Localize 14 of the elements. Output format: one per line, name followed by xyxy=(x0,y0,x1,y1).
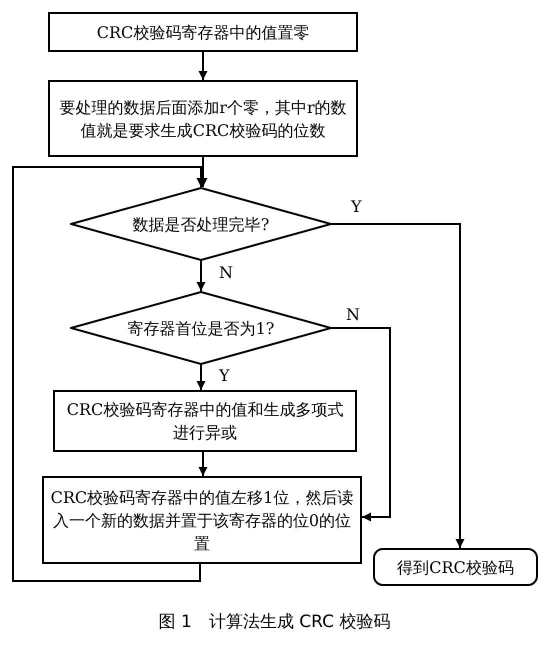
process-box: CRC校验码寄存器中的值左移1位，然后读入一个新的数据并置于该寄存器的位0的位置 xyxy=(42,476,362,564)
decision-diamond: 数据是否处理完毕? xyxy=(70,187,332,261)
arrow xyxy=(198,452,208,476)
terminal-box: 得到CRC校验码 xyxy=(373,548,538,586)
arrow xyxy=(196,261,206,291)
figure-caption: 图 1 计算法生成 CRC 校验码 xyxy=(158,611,392,633)
arrow xyxy=(198,52,208,80)
process-box: CRC校验码寄存器中的值置零 xyxy=(48,12,358,52)
process-box: CRC校验码寄存器中的值和生成多项式进行异或 xyxy=(53,390,357,452)
process-box: 要处理的数据后面添加r个零，其中r的数值就是要求生成CRC校验码的位数 xyxy=(48,80,358,157)
decision-diamond: 寄存器首位是否为1? xyxy=(70,291,332,365)
arrow xyxy=(332,223,464,548)
arrow xyxy=(196,365,206,390)
arrow xyxy=(332,327,391,522)
